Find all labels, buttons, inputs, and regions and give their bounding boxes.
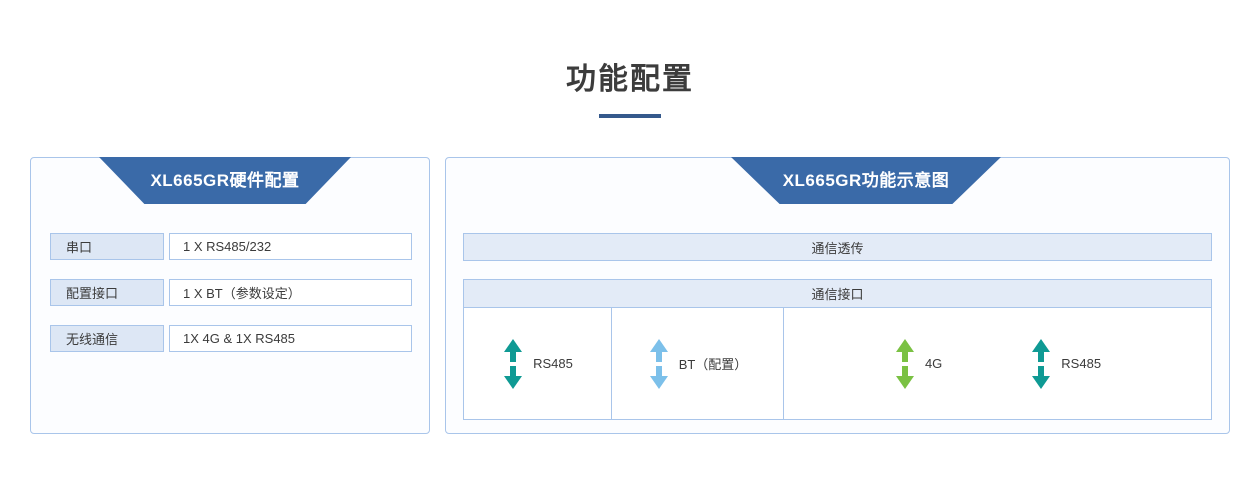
interface-cell-wireless: 4G RS485 xyxy=(784,308,1211,419)
function-diagram-panel: XL665GR功能示意图 通信透传 通信接口 RS485 xyxy=(445,157,1230,434)
function-diagram-banner: XL665GR功能示意图 xyxy=(731,157,1001,204)
port-label: 4G xyxy=(924,356,943,371)
hardware-config-banner-label: XL665GR硬件配置 xyxy=(150,171,300,190)
spec-key: 无线通信 xyxy=(50,325,164,352)
band-communication-interface: 通信接口 xyxy=(463,279,1212,307)
title-underline xyxy=(599,114,661,118)
interface-cell-bluetooth: BT（配置） xyxy=(612,308,784,419)
page-title: 功能配置 xyxy=(566,63,694,96)
spec-row: 配置接口 1 X BT（参数设定） xyxy=(50,279,412,306)
hardware-config-banner: XL665GR硬件配置 xyxy=(99,157,351,204)
double-arrow-vertical-icon xyxy=(649,338,668,389)
port-label: BT（配置） xyxy=(678,357,748,372)
double-arrow-vertical-icon xyxy=(895,338,914,389)
port-rs485: RS485 xyxy=(1030,338,1101,390)
port-bt: BT（配置） xyxy=(648,338,748,390)
interface-cell-row: RS485 BT（配置） 4G xyxy=(463,307,1212,420)
spec-key: 串口 xyxy=(50,233,164,260)
function-diagram-banner-label: XL665GR功能示意图 xyxy=(782,171,950,190)
port-4g: 4G xyxy=(894,338,942,390)
double-arrow-vertical-icon xyxy=(1032,338,1051,389)
port-label: RS485 xyxy=(533,356,573,371)
port-rs485: RS485 xyxy=(502,338,573,390)
spec-row: 无线通信 1X 4G & 1X RS485 xyxy=(50,325,412,352)
double-arrow-vertical-icon xyxy=(504,338,523,389)
spec-value: 1 X BT（参数设定） xyxy=(169,279,412,306)
interface-cell-serial: RS485 xyxy=(464,308,612,419)
port-label: RS485 xyxy=(1061,356,1102,371)
function-diagram: 通信透传 通信接口 RS485 BT（配置） xyxy=(463,233,1212,420)
band-communication-transparent: 通信透传 xyxy=(463,233,1212,261)
spec-value: 1X 4G & 1X RS485 xyxy=(169,325,412,352)
spec-key: 配置接口 xyxy=(50,279,164,306)
spec-value: 1 X RS485/232 xyxy=(169,233,412,260)
spec-row: 串口 1 X RS485/232 xyxy=(50,233,412,260)
page-title-block: 功能配置 xyxy=(0,60,1260,118)
hardware-config-panel: XL665GR硬件配置 串口 1 X RS485/232 配置接口 1 X BT… xyxy=(30,157,430,434)
hardware-spec-list: 串口 1 X RS485/232 配置接口 1 X BT（参数设定） 无线通信 … xyxy=(50,233,412,352)
